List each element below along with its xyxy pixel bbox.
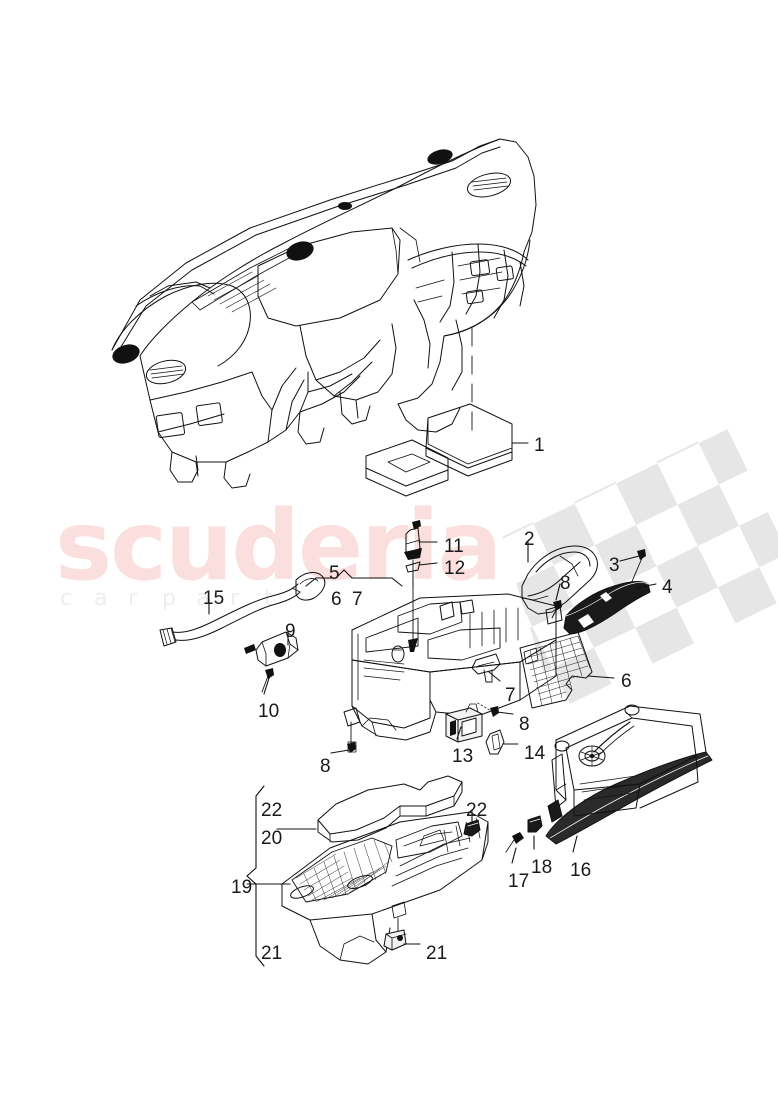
brand-watermark-letter: a [94, 586, 108, 611]
part-22-panel-fastener [463, 819, 481, 837]
callout-label-7: 7 [352, 589, 363, 610]
leader-line-13 [456, 726, 462, 740]
leader-line-10 [263, 674, 271, 695]
callout-label-17: 17 [508, 871, 530, 892]
callout-label-6b: 6 [621, 671, 632, 692]
callout-label-8c: 8 [320, 756, 331, 777]
callout-label-22b: 22 [466, 800, 488, 821]
part-11-12-pin-and-clip [404, 520, 422, 652]
brand-watermark-letter: a [196, 586, 210, 611]
callout-label-2: 2 [524, 529, 535, 550]
leader-line-8c [330, 749, 350, 754]
callout-label-10: 10 [258, 701, 280, 722]
brand-watermark-letter: r [128, 586, 138, 611]
brand-watermark-word: scuderia [55, 490, 502, 602]
callout-label-21b: 21 [426, 943, 448, 964]
part-10-screw [261, 668, 274, 693]
part-16-glove-box-door [545, 704, 713, 845]
part-21-panel-clip [383, 929, 407, 951]
part-19-lower-trim-panel [281, 811, 489, 965]
callout-label-8b: 8 [519, 714, 530, 735]
callout-label-20: 20 [261, 828, 283, 849]
leader-line-6b [587, 675, 615, 679]
brand-watermark-letter: r [230, 586, 240, 611]
callout-label-22a: 22 [261, 800, 283, 821]
leader-line-4 [635, 583, 657, 589]
part-5-glove-box-housing [343, 593, 563, 753]
callout-label-16: 16 [570, 860, 592, 881]
callout-label-18: 18 [531, 857, 553, 878]
dashboard-assembly-drawing [111, 138, 537, 489]
callout-label-1: 1 [534, 435, 545, 456]
callout-label-11: 11 [444, 536, 464, 557]
part-3-screw [629, 549, 646, 587]
brand-watermark-letter: p [162, 586, 176, 611]
part-14-striker-plate [485, 729, 505, 755]
leader-line-8b [496, 711, 514, 715]
callout-label-3: 3 [609, 555, 620, 576]
part-1-insulation-pad [365, 327, 513, 497]
callout-label-13: 13 [452, 746, 474, 767]
leader-line-12 [418, 562, 438, 566]
part-13-latch-module [445, 703, 483, 743]
callout-label-8a: 8 [560, 573, 571, 594]
leader-line-3 [619, 555, 640, 562]
leader-line-16 [572, 835, 578, 853]
callout-label-14: 14 [524, 743, 546, 764]
callout-label-19: 19 [231, 877, 253, 898]
callout-label-4: 4 [662, 577, 673, 598]
leader-line-17 [511, 847, 517, 864]
leader-line-7b [488, 671, 501, 682]
callout-label-12: 12 [444, 558, 466, 579]
leader-line-8a [555, 583, 561, 601]
part-7-retaining-clip [471, 653, 501, 683]
part-4-trim-strip [563, 581, 651, 635]
part-15-air-hose [159, 572, 326, 647]
callout-label-7b: 7 [505, 685, 516, 706]
part-9-damper [244, 631, 299, 667]
brand-watermark-letter: c [60, 586, 73, 611]
callout-label-9: 9 [285, 621, 296, 642]
callout-label-6: 6 [331, 589, 342, 610]
part-17-screw [505, 832, 524, 853]
callout-label-5: 5 [329, 563, 340, 584]
part-18-clip [527, 815, 543, 833]
brand-watermark-letter: t [264, 586, 273, 611]
bracket-group-5-over-6-7 [305, 569, 403, 587]
bracket-group-19-over-22-20-21 [246, 785, 265, 967]
callout-label-21a: 21 [261, 943, 283, 964]
part-20-insulation-pad [317, 775, 463, 843]
callout-label-15: 15 [203, 588, 225, 609]
part-6-liner-mat [519, 631, 593, 709]
